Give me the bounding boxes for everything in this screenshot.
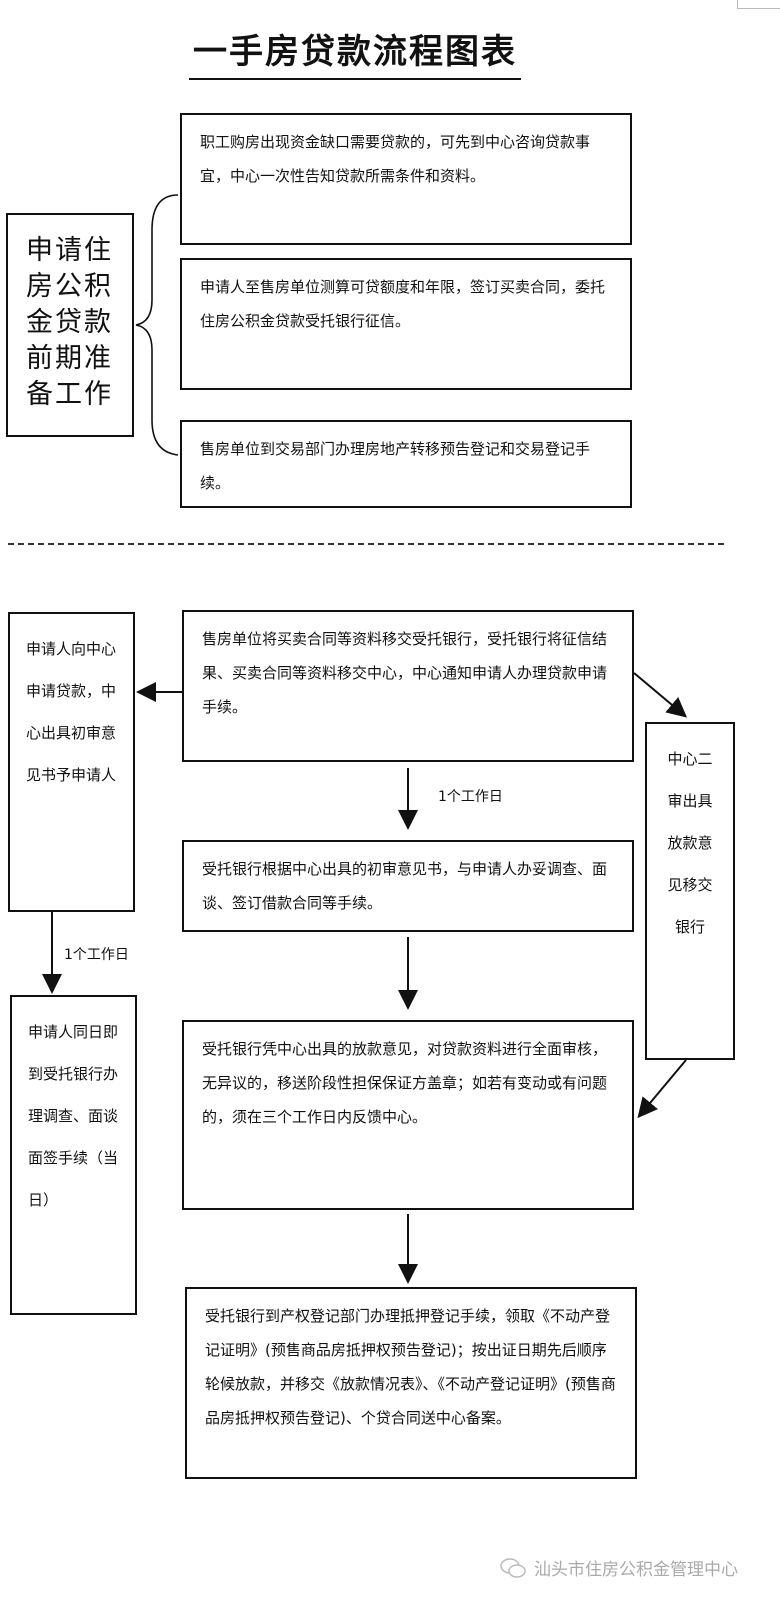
section-divider bbox=[8, 543, 724, 545]
prep-box-2: 申请人至售房单位测算可贷额度和年限，签订买卖合同，委托住房公积金贷款受托银行征信… bbox=[180, 258, 632, 390]
step-box-3: 受托银行凭中心出具的放款意见，对贷款资料进行全面审核，无异议的，移送阶段性担保保… bbox=[182, 1020, 634, 1210]
page-title: 一手房贷款流程图表 bbox=[0, 24, 710, 80]
left-label-box: 申请住房公积金贷款前期准备工作 bbox=[6, 213, 134, 437]
corner-mark bbox=[737, 0, 780, 9]
step-box-1: 售房单位将买卖合同等资料移交受托银行，受托银行将征信结果、买卖合同等资料移交中心… bbox=[182, 610, 634, 762]
arrow-to-right-box bbox=[633, 672, 688, 718]
step-box-4: 受托银行到产权登记部门办理抵押登记手续，领取《不动产登记证明》(预售商品房抵押权… bbox=[185, 1287, 637, 1479]
watermark: 汕头市住房公积金管理中心 bbox=[500, 1555, 738, 1580]
prep-box-3: 售房单位到交易部门办理房地产转移预告登记和交易登记手续。 bbox=[180, 420, 632, 508]
note-center: 1个工作日 bbox=[438, 789, 503, 805]
brace bbox=[135, 194, 179, 456]
wechat-icon bbox=[500, 1557, 526, 1578]
left-box-2: 申请人同日即到受托银行办理调查、面谈面签手续（当日） bbox=[10, 995, 137, 1315]
arrow-right-to-center bbox=[637, 1059, 687, 1119]
right-box: 中心二审出具放款意见移交银行 bbox=[645, 722, 735, 1060]
note-left: 1个工作日 bbox=[64, 947, 129, 963]
step-box-2: 受托银行根据中心出具的初审意见书，与申请人办妥调查、面谈、签订借款合同等手续。 bbox=[182, 840, 634, 932]
prep-box-1: 职工购房出现资金缺口需要贷款的，可先到中心咨询贷款事宜，中心一次性告知贷款所需条… bbox=[180, 113, 632, 245]
left-box-1: 申请人向中心申请贷款，中心出具初审意见书予申请人 bbox=[8, 612, 135, 912]
watermark-text: 汕头市住房公积金管理中心 bbox=[534, 1560, 738, 1580]
